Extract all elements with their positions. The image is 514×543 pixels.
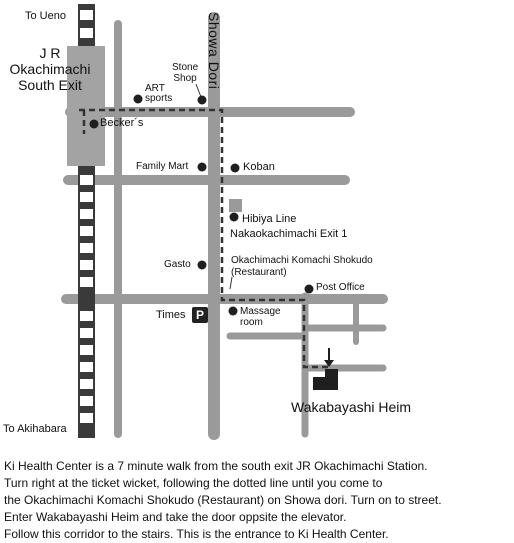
art-sports-label: ART sports [145,83,173,104]
railway [67,4,105,438]
times-label: Times [156,309,186,321]
walking-route [79,108,328,369]
hibiya-exit-block [229,199,242,212]
directions-text: Ki Health Center is a 7 minute walk from… [4,458,512,543]
post-office-label: Post Office [316,282,365,293]
directions-line: Follow this corridor to the stairs. This… [4,527,389,541]
family-mart-label: Family Mart [136,161,189,172]
komachi-shokudo-label: Okachimachi Komachi Shokudo (Restaurant) [231,255,373,278]
directions-line: Turn right at the ticket wicket, followi… [4,476,383,490]
map [61,4,388,440]
showa-dori-label: Showa Dori [206,12,222,90]
stone-shop-leader [195,83,202,98]
dot-marker-icon [229,212,239,222]
directions-line: Enter Wakabayashi Heim and take the door… [4,510,347,524]
wakabayashi-heim-label: Wakabayashi Heim [291,399,412,415]
dot-marker-icon [304,284,314,294]
massage-room-label: Massage room [240,306,281,328]
dot-marker-icon [89,119,99,129]
dot-marker-icon [133,94,143,104]
koban-label: Koban [243,161,275,173]
wakabayashi-building [313,369,338,390]
rail-stripes [80,10,93,423]
directions-line: the Okachimachi Komachi Shokudo (Restaur… [4,493,442,507]
directions-line: Ki Health Center is a 7 minute walk from… [4,459,428,473]
dot-marker-icon [230,163,240,173]
arrow-down-icon [324,348,334,367]
dot-marker-icon [197,162,207,172]
gasto-label: Gasto [164,259,191,270]
landmark-dots [89,94,314,316]
dot-marker-icon [197,95,207,105]
parking-icon: P [192,307,208,323]
komachi-leader [229,276,233,290]
stone-shop-label: Stone Shop [172,62,199,84]
dot-marker-icon [197,260,207,270]
to-ueno-label: To Ueno [25,10,66,22]
to-akihabara-label: To Akihabara [3,423,67,435]
beckers-label: Becker´s [100,117,144,129]
station-block [67,46,105,166]
station-label: J R Okachimachi South Exit [9,45,91,93]
dot-marker-icon [228,306,238,316]
hibiya-line-label: Hibiya Line Nakaokachimachi Exit 1 [230,213,348,240]
